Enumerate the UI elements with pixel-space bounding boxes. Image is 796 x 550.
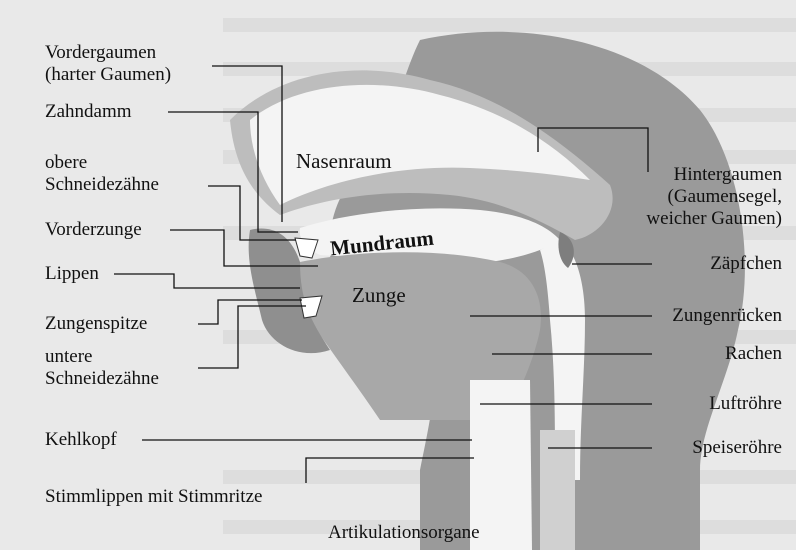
- label-kehlkopf-line1: Kehlkopf: [45, 429, 117, 451]
- region-label-tongue: Zunge: [352, 284, 406, 306]
- label-zaepfchen: Zäpfchen: [710, 253, 782, 275]
- label-stimmlippen: Stimmlippen mit Stimmritze: [45, 486, 262, 508]
- label-zungenruecken: Zungenrücken: [672, 305, 782, 327]
- label-hintergaumen-line3: weicher Gaumen): [646, 208, 782, 230]
- label-obere-line1: obere: [45, 152, 159, 174]
- label-vorderzunge: Vorderzunge: [45, 219, 142, 241]
- label-vorderzunge-line1: Vorderzunge: [45, 219, 142, 241]
- label-lippen-line1: Lippen: [45, 263, 99, 285]
- label-luftroehre-line1: Luftröhre: [709, 393, 782, 415]
- label-rachen-line1: Rachen: [725, 343, 782, 365]
- label-untere-schneidezaehne: untere Schneidezähne: [45, 346, 159, 390]
- label-luftroehre: Luftröhre: [709, 393, 782, 415]
- label-vordergaumen-line2: (harter Gaumen): [45, 64, 171, 86]
- label-vordergaumen: Vordergaumen (harter Gaumen): [45, 42, 171, 86]
- region-label-nasal: Nasenraum: [296, 150, 392, 172]
- label-untere-line1: untere: [45, 346, 159, 368]
- label-hintergaumen-line1: Hintergaumen: [646, 164, 782, 186]
- upper-teeth-shape: [295, 238, 318, 258]
- label-speiseroehre-line1: Speiseröhre: [692, 437, 782, 459]
- label-zahndamm: Zahndamm: [45, 101, 132, 123]
- label-stimmlippen-line1: Stimmlippen mit Stimmritze: [45, 486, 262, 508]
- label-hintergaumen-line2: (Gaumensegel,: [646, 186, 782, 208]
- label-kehlkopf: Kehlkopf: [45, 429, 117, 451]
- label-lippen: Lippen: [45, 263, 99, 285]
- label-zahndamm-line1: Zahndamm: [45, 101, 132, 123]
- label-untere-line2: Schneidezähne: [45, 368, 159, 390]
- label-zungenruecken-line1: Zungenrücken: [672, 305, 782, 327]
- label-zungenspitze: Zungenspitze: [45, 313, 147, 335]
- label-obere-line2: Schneidezähne: [45, 174, 159, 196]
- diagram-title: Artikulationsorgane: [328, 522, 480, 544]
- label-obere-schneidezaehne: obere Schneidezähne: [45, 152, 159, 196]
- label-speiseroehre: Speiseröhre: [692, 437, 782, 459]
- label-rachen: Rachen: [725, 343, 782, 365]
- label-hintergaumen: Hintergaumen (Gaumensegel, weicher Gaume…: [646, 164, 782, 230]
- label-zaepfchen-line1: Zäpfchen: [710, 253, 782, 275]
- label-vordergaumen-line1: Vordergaumen: [45, 42, 171, 64]
- label-zungenspitze-line1: Zungenspitze: [45, 313, 147, 335]
